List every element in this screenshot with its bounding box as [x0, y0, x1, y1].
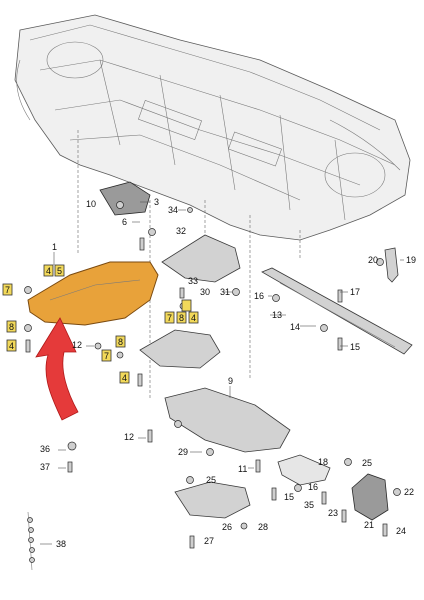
callout-36: 36	[40, 444, 50, 454]
part-26-guard	[174, 481, 251, 519]
front-underbody-guard-highlighted	[27, 261, 159, 326]
callout-37: 37	[40, 462, 50, 472]
callout-16b: 16	[308, 482, 318, 492]
callout-22: 22	[404, 487, 414, 497]
part-13-side-rail	[261, 267, 413, 355]
callout-11: 11	[238, 464, 247, 474]
callout-6: 6	[122, 217, 127, 227]
box-callout-4-d: 4	[119, 371, 130, 384]
callout-19: 19	[406, 255, 416, 265]
svg-text:7: 7	[5, 285, 10, 295]
callout-27: 27	[204, 536, 214, 546]
callout-23: 23	[328, 508, 338, 518]
callout-34: 34	[168, 205, 178, 215]
svg-text:8: 8	[118, 337, 123, 347]
callout-38: 38	[56, 539, 66, 549]
callout-1: 1	[52, 242, 57, 252]
callout-32: 32	[176, 226, 186, 236]
box-callout-7-b: 7	[164, 311, 175, 324]
callout-25a: 25	[206, 475, 216, 485]
box-callout-4-c: 4	[188, 311, 199, 324]
svg-text:8: 8	[9, 322, 14, 332]
callout-29: 29	[178, 447, 188, 457]
svg-text:5: 5	[57, 266, 62, 276]
part-30-guard	[161, 234, 241, 283]
callout-13: 13	[272, 310, 282, 320]
part-19-handle	[384, 247, 399, 283]
box-callout-8-a: 8	[6, 320, 17, 333]
callout-26: 26	[222, 522, 232, 532]
svg-text:7: 7	[167, 313, 172, 323]
callout-14: 14	[290, 322, 300, 332]
leader-lines	[40, 201, 404, 545]
svg-text:4: 4	[191, 313, 196, 323]
callout-35: 35	[304, 500, 314, 510]
callout-30: 30	[200, 287, 210, 297]
callout-labels: 1 2 3 6 9 10 11 12 12 13 14 15 15 16 16 …	[40, 197, 416, 549]
callout-16a: 16	[254, 291, 264, 301]
box-callout-4-a: 4	[43, 264, 54, 277]
part-38-clip-strip	[27, 511, 35, 571]
svg-text:4: 4	[46, 266, 51, 276]
box-callout-8-c: 8	[115, 335, 126, 348]
callout-33: 33	[188, 276, 198, 286]
car-underbody	[14, 14, 411, 241]
callout-9: 9	[228, 376, 233, 386]
box-callout-8-b: 8	[176, 311, 187, 324]
box-callout-5-a: 5	[54, 264, 65, 277]
box-callout-7-a: 7	[2, 283, 13, 296]
pointer-arrow	[35, 317, 79, 421]
part-2-center-panel	[139, 329, 221, 369]
svg-text:4: 4	[122, 373, 127, 383]
part-9-rear-panel	[164, 387, 291, 453]
part-3-bracket	[99, 181, 151, 216]
box-callout-7-c: 7	[101, 349, 112, 362]
part-18-heat-shield	[277, 454, 331, 486]
callout-3: 3	[154, 197, 159, 207]
callout-15b: 15	[284, 492, 294, 502]
callout-21: 21	[364, 520, 374, 530]
callout-15a: 15	[350, 342, 360, 352]
svg-text:7: 7	[104, 351, 109, 361]
callout-18: 18	[318, 457, 328, 467]
callout-17: 17	[350, 287, 360, 297]
callout-12b: 12	[124, 432, 134, 442]
part-21-bracket	[351, 473, 389, 521]
callout-24: 24	[396, 526, 406, 536]
callout-28: 28	[258, 522, 268, 532]
boxed-callouts: 4 5 7 8 4 7 8 4	[2, 264, 199, 384]
svg-text:8: 8	[179, 313, 184, 323]
box-callout-2	[181, 299, 192, 312]
callout-10: 10	[86, 199, 96, 209]
box-callout-4-b: 4	[6, 339, 17, 352]
svg-text:4: 4	[9, 341, 14, 351]
callout-31: 31	[220, 287, 230, 297]
callout-20: 20	[368, 255, 378, 265]
callout-25b: 25	[362, 458, 372, 468]
callout-12a: 12	[72, 340, 82, 350]
